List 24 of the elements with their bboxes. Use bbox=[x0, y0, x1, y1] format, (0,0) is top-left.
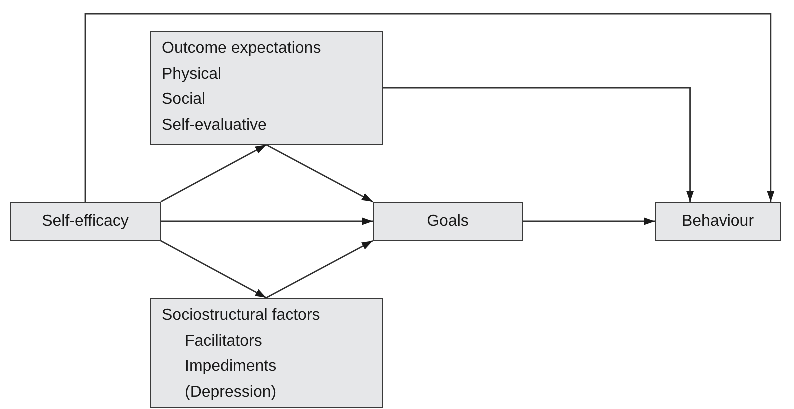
arrow bbox=[523, 218, 655, 226]
arrow bbox=[266, 240, 374, 299]
box-text: Facilitators bbox=[185, 332, 262, 352]
arrow bbox=[84, 13, 775, 202]
factor-box bbox=[150, 31, 383, 145]
box-text: Self-evaluative bbox=[162, 116, 267, 136]
box-text: (Depression) bbox=[185, 382, 277, 402]
arrow bbox=[161, 218, 373, 226]
box-heading: Outcome expectations bbox=[162, 39, 322, 59]
box-text: Impediments bbox=[185, 357, 277, 377]
box-heading: Sociostructural factors bbox=[162, 306, 320, 326]
box-text: Self-efficacy bbox=[42, 212, 129, 230]
box-text: Goals bbox=[427, 212, 469, 230]
arrow bbox=[160, 240, 267, 299]
box-text: Physical bbox=[162, 64, 222, 84]
concept-box bbox=[373, 202, 523, 241]
factor-box bbox=[150, 298, 383, 408]
concept-box bbox=[655, 202, 781, 241]
box-text: Social bbox=[162, 90, 206, 110]
box-text: Behaviour bbox=[682, 212, 754, 230]
arrow bbox=[266, 144, 374, 203]
arrow bbox=[160, 144, 267, 203]
arrow bbox=[383, 87, 694, 202]
concept-box bbox=[10, 202, 161, 241]
